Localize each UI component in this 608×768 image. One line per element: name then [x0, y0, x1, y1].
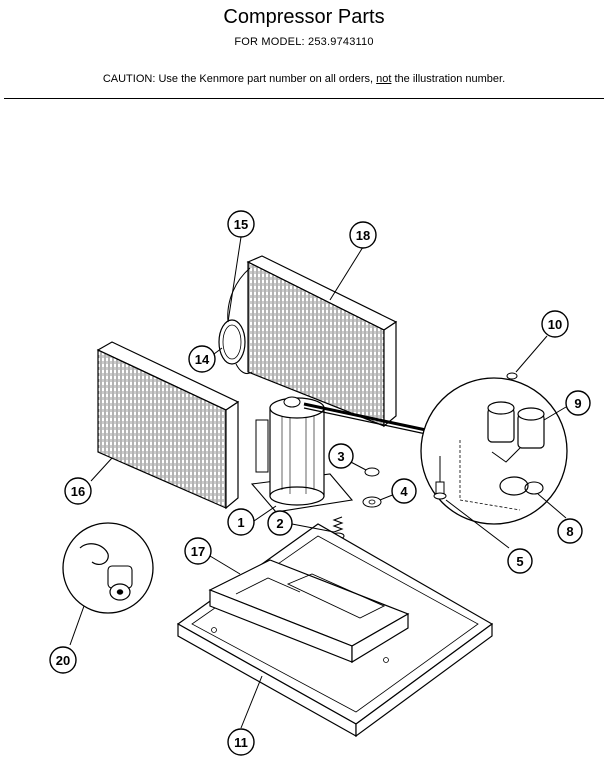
callout-4: 4 [391, 478, 417, 504]
svg-text:9: 9 [574, 396, 581, 411]
front-evaporator-coil [96, 341, 240, 510]
svg-text:8: 8 [566, 524, 573, 539]
callout-8: 8 [557, 518, 583, 544]
callout-2: 2 [267, 510, 293, 536]
callout-15: 15 [227, 210, 255, 238]
drain-tray [208, 559, 410, 664]
caution-label: CAUTION: [102, 73, 156, 85]
mounting-washers [362, 467, 382, 508]
svg-text:16: 16 [71, 484, 85, 499]
svg-text:2: 2 [276, 516, 283, 531]
model-number: 253.9743110 [308, 36, 374, 48]
rear-condenser-coil [246, 255, 398, 428]
callout-11: 11 [227, 728, 255, 756]
capillary-tube [218, 267, 253, 375]
callout-20: 20 [49, 646, 77, 674]
caution-line: CAUTION: Use the Kenmore part number on … [0, 73, 608, 85]
page-title: Compressor Parts [223, 6, 385, 28]
callout-16: 16 [64, 477, 92, 505]
caution-text-a: Use the Kenmore part number on all order… [158, 73, 374, 85]
svg-text:11: 11 [234, 735, 248, 750]
clamp-detail-bubble [62, 522, 154, 614]
leader-lines [69, 236, 567, 729]
svg-text:17: 17 [191, 544, 205, 559]
callout-18: 18 [349, 221, 377, 249]
callout-3: 3 [328, 443, 354, 469]
svg-text:20: 20 [56, 653, 70, 668]
svg-text:5: 5 [516, 554, 523, 569]
svg-text:1: 1 [237, 515, 244, 530]
grommet-detail-bubble [420, 372, 568, 525]
svg-text:15: 15 [234, 217, 248, 232]
svg-text:18: 18 [356, 228, 370, 243]
compressor [250, 396, 427, 513]
callout-5: 5 [507, 548, 533, 574]
callout-1: 1 [227, 508, 255, 536]
svg-text:14: 14 [195, 352, 210, 367]
callout-14: 14 [188, 345, 216, 373]
callout-9: 9 [565, 390, 591, 416]
caution-not: not [376, 73, 392, 85]
svg-text:10: 10 [548, 317, 562, 332]
svg-text:4: 4 [400, 484, 408, 499]
caution-text-b: the illustration number. [394, 73, 506, 85]
svg-text:3: 3 [337, 449, 344, 464]
callout-17: 17 [184, 537, 212, 565]
callout-10: 10 [541, 310, 569, 338]
header-rule [4, 98, 604, 99]
model-line: FOR MODEL: 253.9743110 [0, 36, 608, 48]
model-label: FOR MODEL: [234, 36, 305, 48]
